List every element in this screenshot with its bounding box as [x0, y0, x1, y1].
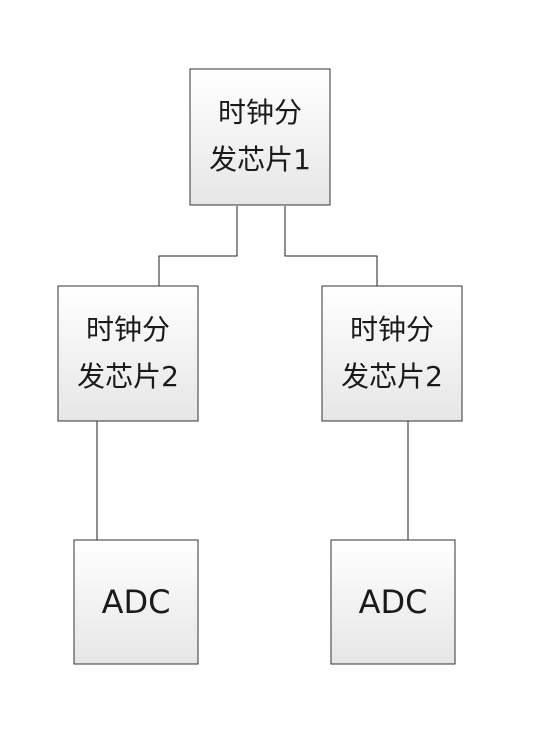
left-adc-label: ADC [102, 583, 171, 621]
connector-root-to-left-splitter [158, 206, 238, 286]
left-clock-chip-box [57, 285, 199, 422]
connector-root-to-right-splitter [284, 206, 378, 286]
right-adc: ADC [330, 539, 456, 665]
right-clock-chip-line1: 时钟分 [350, 313, 434, 346]
left-clock-chip-line1: 时钟分 [86, 313, 170, 346]
left-clock-chip-line2: 发芯片2 [77, 360, 179, 393]
left-adc: ADC [73, 539, 199, 665]
connectors [96, 206, 409, 540]
right-clock-chip-box [321, 285, 463, 422]
root-clock-chip: 时钟分 发芯片1 [189, 68, 331, 206]
right-adc-label: ADC [359, 583, 428, 621]
root-clock-chip-box [189, 68, 331, 206]
left-adc-box [73, 539, 199, 665]
left-clock-chip: 时钟分 发芯片2 [57, 285, 199, 422]
right-clock-chip-line2: 发芯片2 [341, 360, 443, 393]
right-clock-chip: 时钟分 发芯片2 [321, 285, 463, 422]
root-clock-chip-line1: 时钟分 [218, 96, 302, 129]
root-clock-chip-line2: 发芯片1 [209, 143, 311, 176]
right-adc-box [330, 539, 456, 665]
